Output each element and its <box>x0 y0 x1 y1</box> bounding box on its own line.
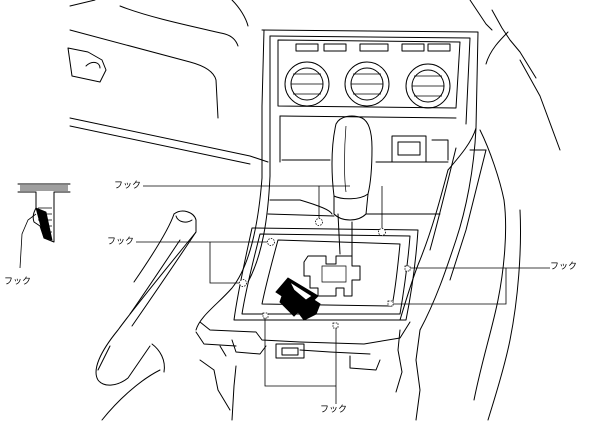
vent-right <box>405 63 451 109</box>
hook-label-top: フック <box>114 181 142 191</box>
vent-center <box>344 61 390 107</box>
hook-label-right: フック <box>550 262 578 272</box>
removal-direction-arrow <box>275 277 321 321</box>
parking-brake <box>95 210 197 421</box>
hook-detail-section <box>17 183 71 269</box>
leader-lines <box>136 185 550 404</box>
hook-label-left: フック <box>107 237 135 247</box>
shift-lever <box>331 115 373 257</box>
hook-markers <box>239 218 411 329</box>
hook-label-detail: フック <box>4 277 32 287</box>
lower-structure <box>199 149 522 421</box>
dashboard-outline <box>67 0 561 165</box>
hook-label-bottom: フック <box>320 405 348 415</box>
center-stack <box>261 29 479 179</box>
console-body <box>195 127 505 371</box>
vent-left <box>284 61 330 107</box>
